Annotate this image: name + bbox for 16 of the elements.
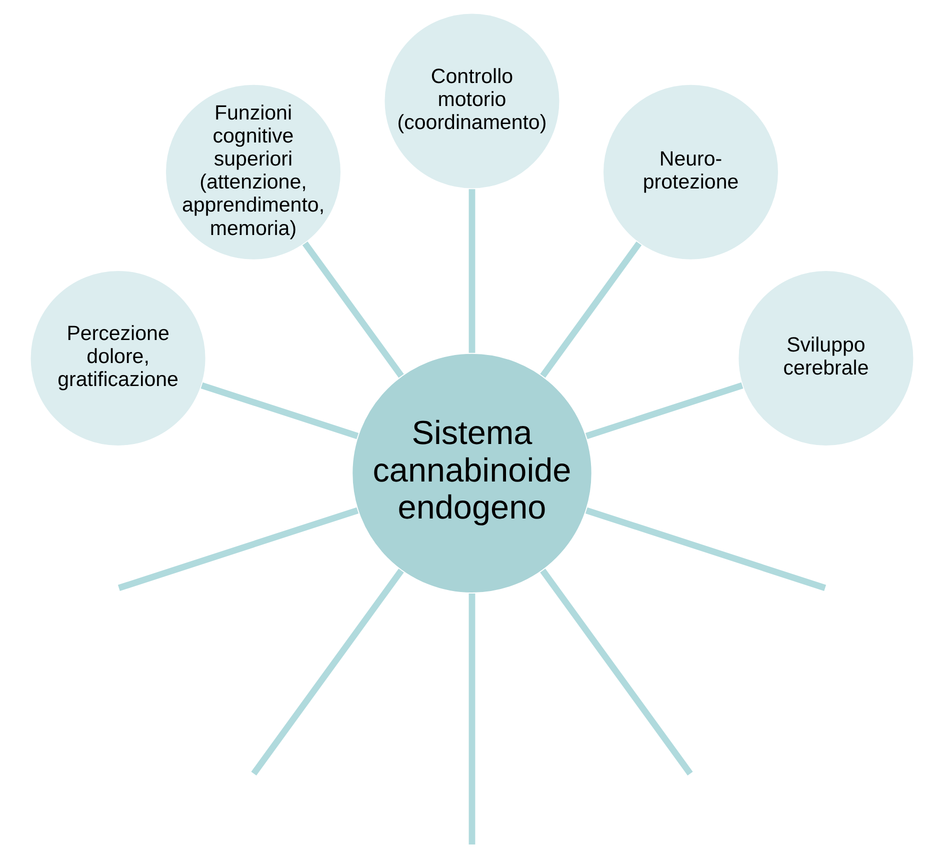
connector (302, 241, 404, 378)
connector (585, 507, 826, 591)
node-circle: Neuro- protezione (602, 84, 780, 261)
node-circle: Sviluppo cerebrale (737, 270, 914, 447)
connector (468, 594, 476, 844)
connector (468, 189, 476, 353)
connector (540, 568, 693, 776)
connector (585, 382, 744, 440)
node-circle: Controllo motorio (coordinamento) (383, 12, 561, 190)
connector (118, 507, 359, 591)
node-circle: Funzioni cognitive superiori (attenzione, apprendimento, memoria) (164, 84, 342, 261)
connector (540, 241, 642, 378)
node-circle: Percezione dolore, gratificazione (30, 270, 207, 447)
connector (251, 568, 404, 776)
connector (200, 382, 359, 440)
node-circle: Sistema cannabinoide endogeno (351, 352, 593, 594)
